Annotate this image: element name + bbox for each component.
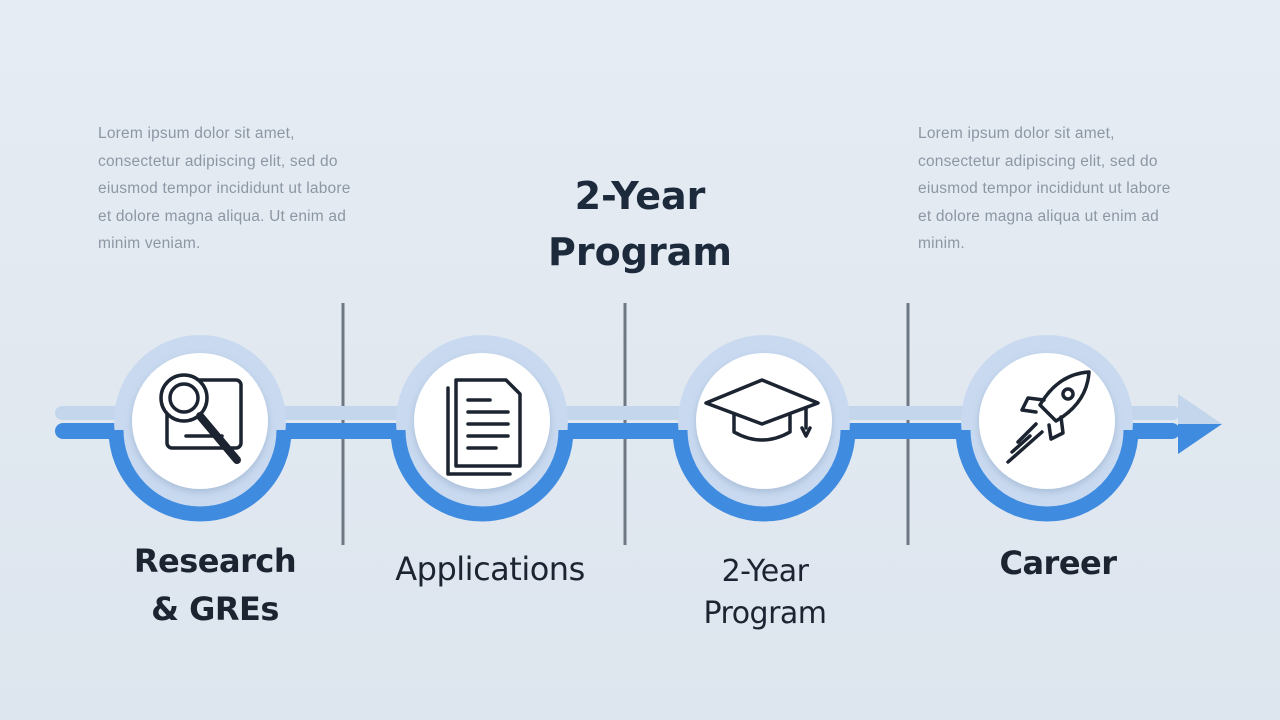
step-label-program-line-2: Program [703,596,827,631]
center-title: 2-Year Program [480,168,800,280]
graduation-cap-icon [704,378,820,442]
step-label-applications: Applications [380,545,600,593]
step-label-research-line-1: Research [133,542,297,580]
step-label-program-line-1: 2-Year [721,554,809,589]
step-label-applications-line-1: Applications [395,550,585,588]
step-label-program: 2-Year Program [665,551,865,635]
step-label-research: Research & GREs [100,537,330,633]
step-label-career-line-1: Career [999,544,1117,582]
center-title-line-1: 2-Year [574,174,706,218]
step-node-career [955,335,1139,522]
left-description-text: Lorem ipsum dolor sit amet, consectetur … [98,125,351,252]
rocket-icon [1006,370,1091,464]
magnifier-document-icon [159,373,243,464]
step-node-research [108,335,292,522]
step-label-research-line-2: & GREs [151,590,279,628]
center-title-line-2: Program [548,230,732,274]
timeline-arrow [55,394,1222,454]
step-label-career: Career [958,539,1158,587]
right-description-text: Lorem ipsum dolor sit amet, consectetur … [918,125,1171,252]
document-icon [446,378,522,476]
